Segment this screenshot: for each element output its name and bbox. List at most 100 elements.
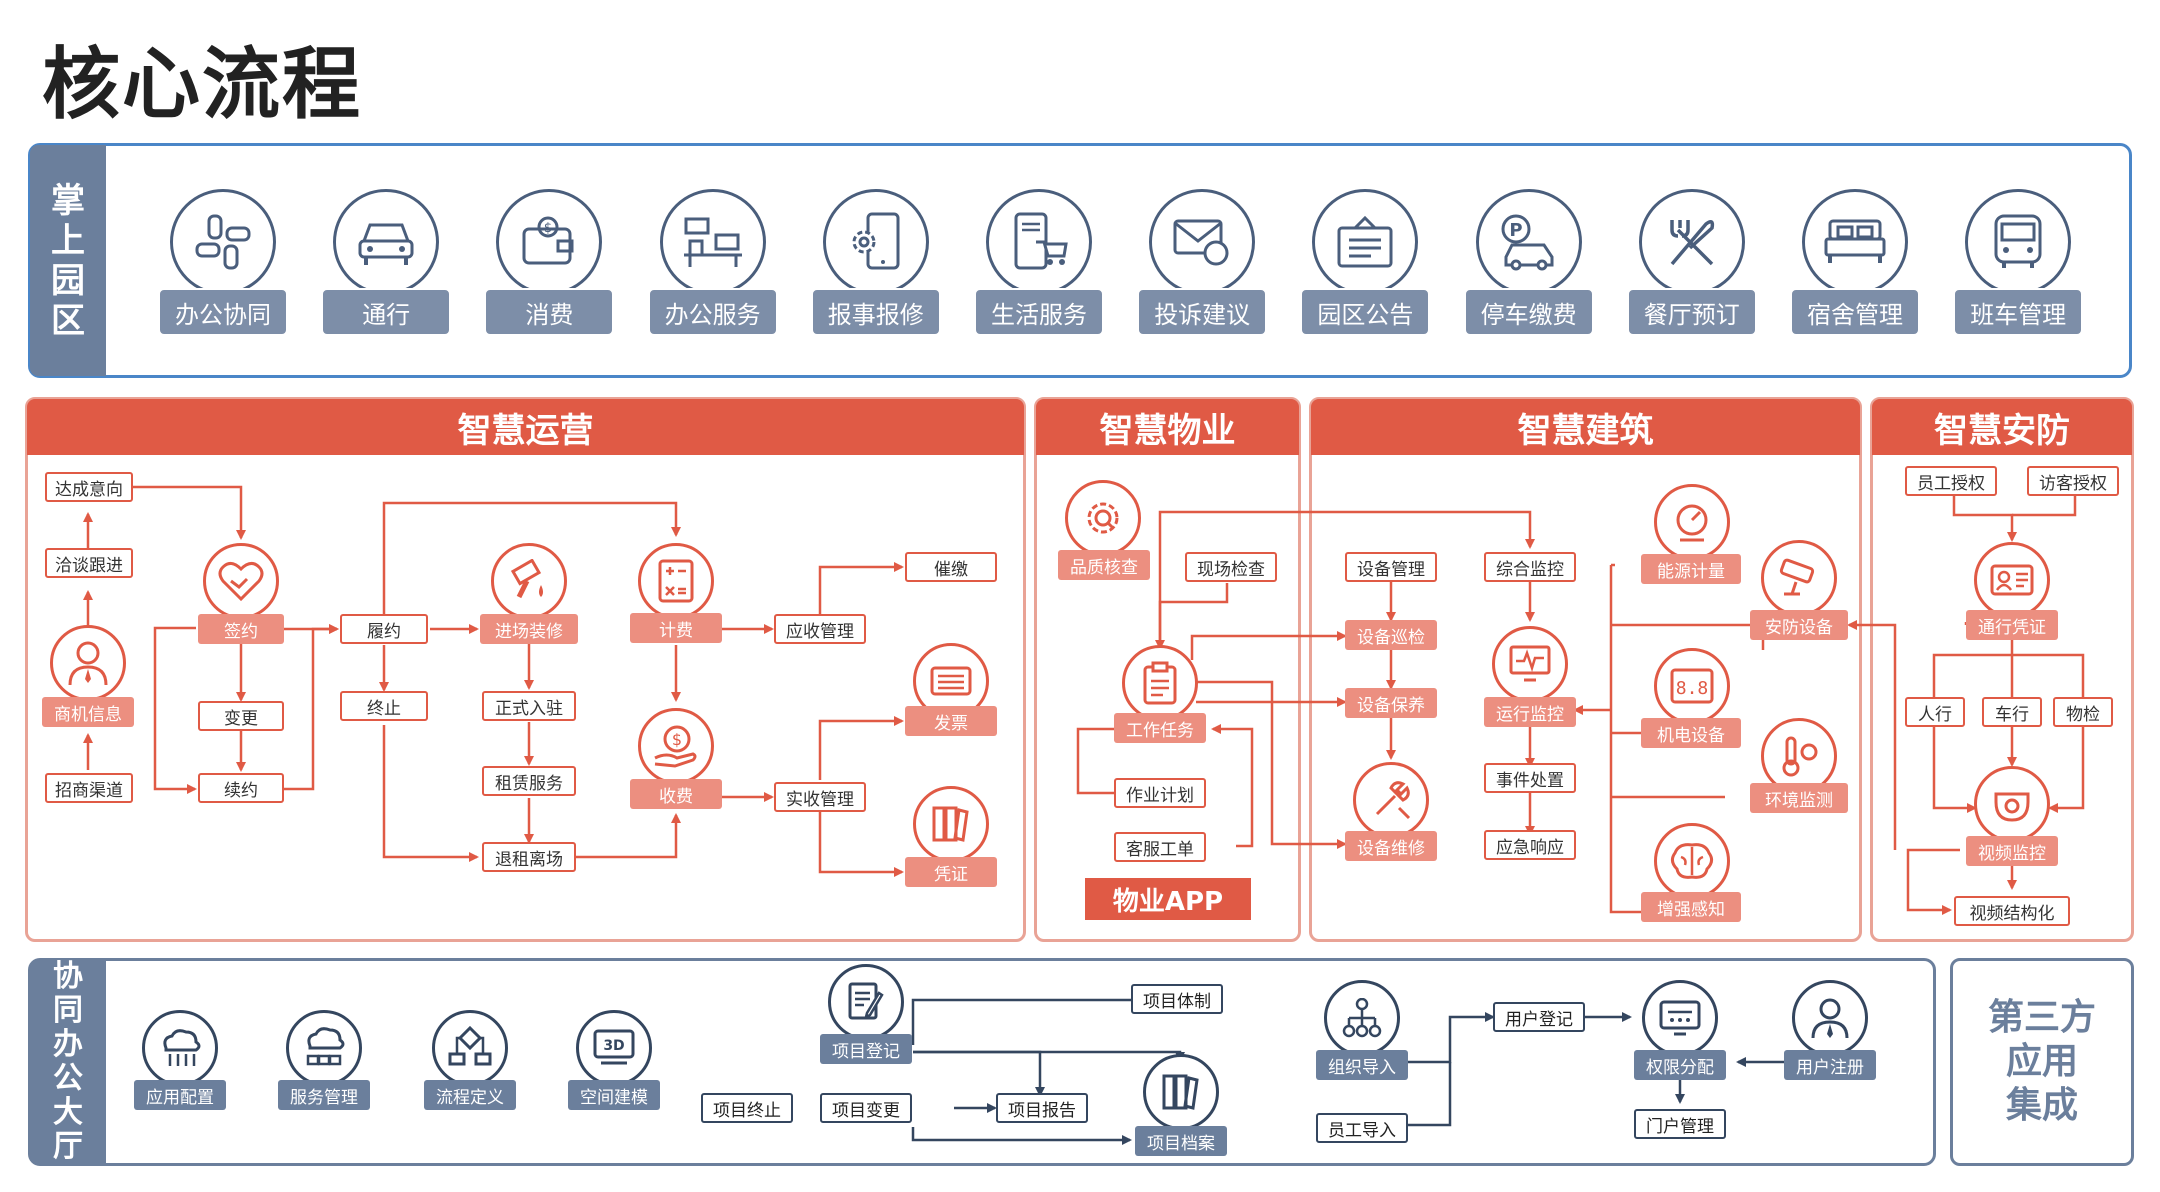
mail-complaint-icon[interactable] bbox=[1149, 189, 1256, 295]
node-event-handling[interactable]: 事件处置 bbox=[1484, 763, 1576, 793]
node-received-mgmt[interactable]: 实收管理 bbox=[774, 782, 866, 812]
app-label[interactable]: 办公服务 bbox=[647, 288, 778, 336]
node-video-surveillance[interactable]: 视频监控 bbox=[1966, 836, 2058, 866]
node-intent-reached[interactable]: 达成意向 bbox=[45, 472, 133, 502]
node-operation-monitor[interactable]: 运行监控 bbox=[1484, 697, 1576, 727]
node-collect-fee[interactable]: 收费 bbox=[630, 779, 722, 809]
phone-cart-icon[interactable] bbox=[986, 189, 1092, 295]
node-visitor-auth[interactable]: 访客授权 bbox=[2027, 466, 2119, 496]
handshake-heart-icon bbox=[203, 543, 279, 619]
node-item-check[interactable]: 物检 bbox=[2053, 697, 2113, 727]
bed-icon[interactable] bbox=[1802, 189, 1908, 295]
node-project-archive[interactable]: 项目档案 bbox=[1135, 1126, 1227, 1156]
node-negotiation-followup[interactable]: 洽谈跟进 bbox=[45, 548, 133, 578]
app-label[interactable]: 投诉建议 bbox=[1137, 288, 1268, 336]
car-front-icon[interactable] bbox=[333, 189, 440, 295]
security-camera-icon bbox=[1761, 540, 1837, 616]
app-label[interactable]: 餐厅预订 bbox=[1626, 288, 1757, 336]
node-vehicle[interactable]: 车行 bbox=[1982, 697, 2042, 727]
collab-side-label: 协同办公大厅 bbox=[30, 960, 106, 1164]
node-equipment-repair[interactable]: 设备维修 bbox=[1345, 831, 1437, 861]
app-label[interactable]: 办公协同 bbox=[158, 288, 288, 336]
node-user-signup[interactable]: 用户注册 bbox=[1784, 1050, 1876, 1080]
node-move-in-decoration[interactable]: 进场装修 bbox=[480, 614, 578, 644]
app-label[interactable]: 班车管理 bbox=[1953, 288, 2084, 336]
node-work-task[interactable]: 工作任务 bbox=[1114, 713, 1206, 743]
node-invoice[interactable]: 发票 bbox=[905, 706, 997, 736]
node-video-structuring[interactable]: 视频结构化 bbox=[1954, 896, 2070, 926]
svg-text:$: $ bbox=[672, 730, 682, 749]
org-chart-icon bbox=[1324, 980, 1400, 1056]
node-project-terminate[interactable]: 项目终止 bbox=[701, 1093, 793, 1123]
tool-label[interactable]: 空间建模 bbox=[568, 1080, 660, 1110]
node-business-info[interactable]: 商机信息 bbox=[42, 697, 134, 727]
app-label[interactable]: 生活服务 bbox=[974, 288, 1104, 336]
node-receivable-mgmt[interactable]: 应收管理 bbox=[774, 614, 866, 644]
node-emergency-response[interactable]: 应急响应 bbox=[1484, 830, 1576, 860]
app-label[interactable]: 园区公告 bbox=[1300, 288, 1431, 336]
tool-label[interactable]: 流程定义 bbox=[424, 1080, 516, 1110]
node-dunning[interactable]: 催缴 bbox=[905, 552, 997, 582]
node-security-equipment[interactable]: 安防设备 bbox=[1750, 610, 1848, 640]
bus-icon[interactable] bbox=[1965, 189, 2072, 295]
tool-label[interactable]: 服务管理 bbox=[278, 1080, 370, 1110]
node-recruitment-channel[interactable]: 招商渠道 bbox=[45, 773, 133, 803]
app-label[interactable]: 通行 bbox=[321, 288, 452, 336]
node-employee-import[interactable]: 员工导入 bbox=[1316, 1113, 1408, 1143]
node-terminate[interactable]: 终止 bbox=[340, 691, 428, 721]
hands-icon[interactable] bbox=[170, 189, 276, 295]
node-formal-move-in[interactable]: 正式入驻 bbox=[482, 691, 576, 721]
node-project-report[interactable]: 项目报告 bbox=[996, 1093, 1088, 1123]
app-label[interactable]: 报事报修 bbox=[810, 288, 941, 336]
notice-board-icon[interactable] bbox=[1312, 189, 1419, 295]
node-equipment-mgmt[interactable]: 设备管理 bbox=[1345, 552, 1437, 582]
node-change[interactable]: 变更 bbox=[198, 701, 284, 731]
node-energy-metering[interactable]: 能源计量 bbox=[1641, 554, 1741, 584]
parking-icon[interactable]: P bbox=[1475, 189, 1582, 295]
wallet-icon[interactable]: $ bbox=[496, 189, 603, 295]
monitor-pulse-icon bbox=[1492, 626, 1568, 702]
node-fulfill[interactable]: 履约 bbox=[340, 614, 428, 644]
node-renew[interactable]: 续约 bbox=[198, 773, 284, 803]
app-label[interactable]: 停车缴费 bbox=[1463, 288, 1594, 336]
phone-gear-icon[interactable] bbox=[822, 189, 929, 295]
node-project-change[interactable]: 项目变更 bbox=[820, 1093, 912, 1123]
app-label[interactable]: 宿舍管理 bbox=[1790, 288, 1920, 336]
node-access-credential[interactable]: 通行凭证 bbox=[1966, 610, 2058, 640]
node-enhanced-sensing[interactable]: 增强感知 bbox=[1641, 892, 1741, 922]
tool-label[interactable]: 应用配置 bbox=[134, 1080, 226, 1110]
node-employee-auth[interactable]: 员工授权 bbox=[1905, 466, 1997, 496]
building-header: 智慧建筑 bbox=[1311, 399, 1860, 455]
node-equipment-maintain[interactable]: 设备保养 bbox=[1345, 688, 1437, 718]
node-mech-elec-equipment[interactable]: 机电设备 bbox=[1641, 718, 1741, 748]
node-project-register[interactable]: 项目登记 bbox=[820, 1034, 912, 1064]
app-label[interactable]: 消费 bbox=[484, 288, 615, 336]
node-user-register[interactable]: 用户登记 bbox=[1493, 1002, 1585, 1032]
node-project-system[interactable]: 项目体制 bbox=[1131, 984, 1223, 1014]
mobile-park-side-label: 掌上园区 bbox=[30, 145, 106, 376]
node-pedestrian[interactable]: 人行 bbox=[1905, 697, 1965, 727]
node-permission-assign[interactable]: 权限分配 bbox=[1634, 1050, 1726, 1080]
fork-knife-icon[interactable] bbox=[1638, 189, 1745, 295]
property-app-button[interactable]: 物业APP bbox=[1085, 878, 1251, 920]
node-work-plan[interactable]: 作业计划 bbox=[1114, 778, 1206, 808]
document-edit-icon bbox=[828, 964, 904, 1040]
property-header: 智慧物业 bbox=[1036, 399, 1299, 455]
node-billing[interactable]: 计费 bbox=[630, 613, 722, 643]
node-environment-monitor[interactable]: 环境监测 bbox=[1750, 783, 1848, 813]
node-sign-contract[interactable]: 签约 bbox=[198, 614, 284, 644]
3d-model-icon: 3D bbox=[576, 1010, 652, 1086]
node-site-inspection[interactable]: 现场检查 bbox=[1185, 552, 1277, 582]
node-voucher[interactable]: 凭证 bbox=[905, 857, 997, 887]
node-quality-check[interactable]: 品质核查 bbox=[1058, 550, 1150, 580]
node-equipment-patrol[interactable]: 设备巡检 bbox=[1345, 620, 1437, 650]
node-lease-exit[interactable]: 退租离场 bbox=[482, 842, 576, 872]
node-portal-mgmt[interactable]: 门户管理 bbox=[1634, 1109, 1726, 1139]
node-integrated-monitor[interactable]: 综合监控 bbox=[1484, 552, 1576, 582]
password-monitor-icon bbox=[1642, 980, 1718, 1056]
node-leasing-service[interactable]: 租赁服务 bbox=[482, 766, 576, 796]
desk-icon[interactable] bbox=[659, 189, 766, 295]
node-service-ticket[interactable]: 客服工单 bbox=[1114, 832, 1206, 862]
node-org-import[interactable]: 组织导入 bbox=[1316, 1050, 1408, 1080]
svg-text:P: P bbox=[1509, 220, 1522, 241]
